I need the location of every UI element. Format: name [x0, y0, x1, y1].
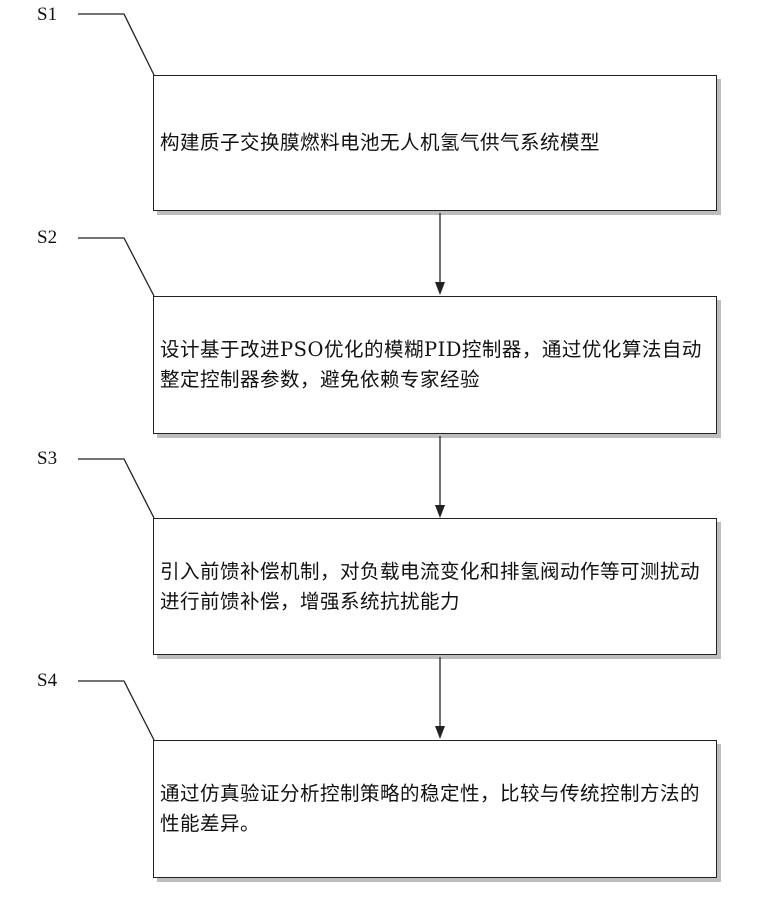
step-box-s4: 通过仿真验证分析控制策略的稳定性，比较与传统控制方法的性能差异。 [153, 740, 717, 878]
step-text-s4: 通过仿真验证分析控制策略的稳定性，比较与传统控制方法的性能差异。 [154, 779, 716, 839]
